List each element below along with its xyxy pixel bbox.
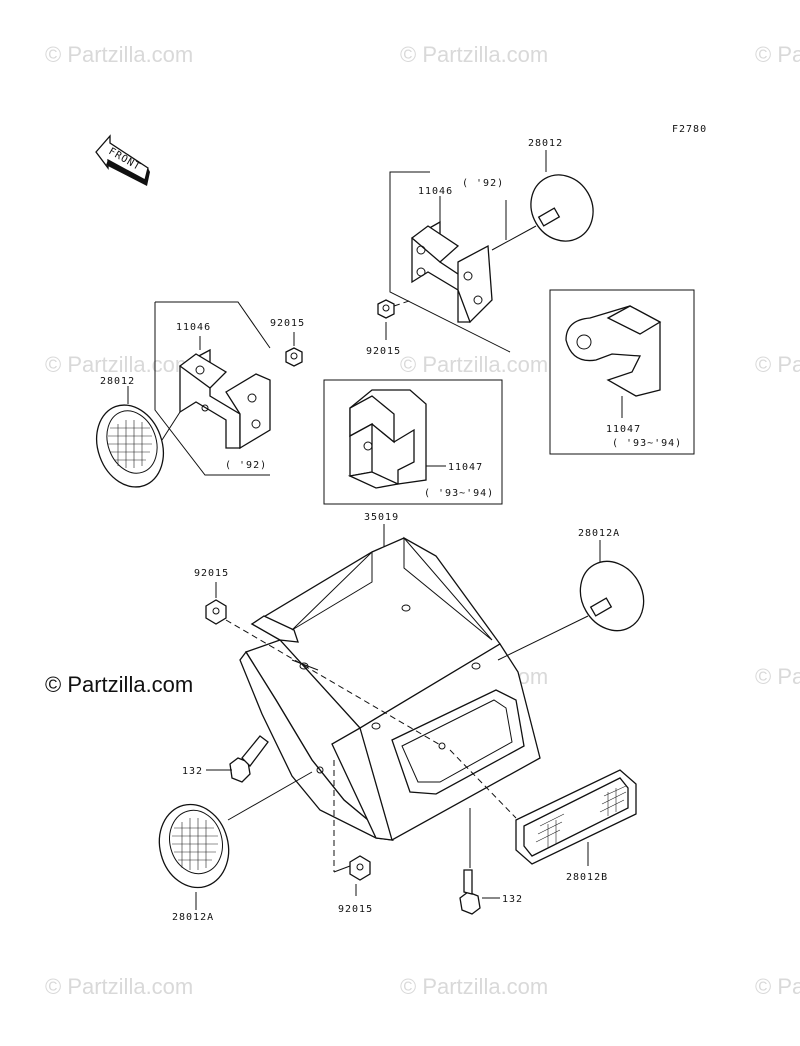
bracket-11046-left — [178, 348, 271, 450]
watermark: © Partzilla.com — [755, 42, 800, 67]
watermark: © Partzilla.com — [400, 352, 548, 377]
year-label: ( '92) — [462, 178, 504, 189]
watermark: © Partzilla.com — [45, 42, 193, 67]
nut-92015-top — [377, 299, 395, 319]
bracket-11047-right-group: 11047 ( '93~'94) — [549, 289, 695, 455]
bracket-11047-center-group: 11047 ( '93~'94) — [323, 379, 503, 505]
year-label: ( '92) — [225, 460, 267, 471]
part-number-label: 28012B — [566, 872, 608, 883]
bracket-11047-right — [565, 305, 662, 397]
part-number-label: 132 — [182, 766, 203, 777]
part-number-label: 11047 — [448, 462, 483, 473]
reflector-28012A-right — [579, 560, 645, 632]
reflector-28012-top — [530, 174, 594, 242]
figure-code: F2780 — [672, 124, 707, 135]
partzilla-logo: © Partzilla.com — [45, 672, 193, 697]
watermark: © Partzilla.com — [45, 974, 193, 999]
part-number-label: 11047 — [606, 424, 641, 435]
part-number-label: 92015 — [194, 568, 229, 579]
watermark: © Partzilla.com — [755, 974, 800, 999]
bracket-11046-left-group: 11046 ( '92) 92015 28012 — [96, 301, 305, 488]
part-number-label: 92015 — [270, 318, 305, 329]
watermark: © Partzilla.com — [400, 974, 548, 999]
nut-92015-mid — [205, 599, 227, 625]
reflector-28012B — [515, 769, 637, 865]
front-arrow-icon: FRONT — [95, 134, 150, 186]
bracket-11046-top-group: 11046 ( '92) 92015 28012 — [366, 138, 594, 357]
part-number-label: 28012A — [578, 528, 620, 539]
part-number-label: 92015 — [338, 904, 373, 915]
year-label: ( '93~'94) — [424, 488, 494, 499]
watermark: © Partzilla.com — [45, 352, 193, 377]
part-number-label: 92015 — [366, 346, 401, 357]
watermark: © Partzilla.com — [400, 42, 548, 67]
part-number-label: 11046 — [176, 322, 211, 333]
watermark: © Partzilla.com — [755, 352, 800, 377]
main-bracket-35019-group: 35019 — [225, 512, 541, 872]
part-number-label: 35019 — [364, 512, 399, 523]
part-number-label: 28012A — [172, 912, 214, 923]
reflector-28012-left — [96, 404, 164, 488]
nut-92015-bottom — [349, 855, 371, 881]
reflector-28012A-bottom — [158, 803, 230, 889]
main-bracket-35019 — [239, 536, 541, 841]
bolt-132-left — [229, 735, 269, 783]
bolt-132-bottom — [459, 869, 481, 915]
watermark-grid: © Partzilla.com © Partzilla.com © Partzi… — [45, 42, 800, 999]
part-number-label: 132 — [502, 894, 523, 905]
part-number-label: 28012 — [100, 376, 135, 387]
bracket-11047-center — [347, 389, 427, 489]
year-label: ( '93~'94) — [612, 438, 682, 449]
watermark: © Partzilla.com — [755, 664, 800, 689]
nut-92015-left — [285, 347, 303, 367]
part-number-label: 28012 — [528, 138, 563, 149]
bracket-11046-top — [410, 220, 493, 324]
part-number-label: 11046 — [418, 186, 453, 197]
